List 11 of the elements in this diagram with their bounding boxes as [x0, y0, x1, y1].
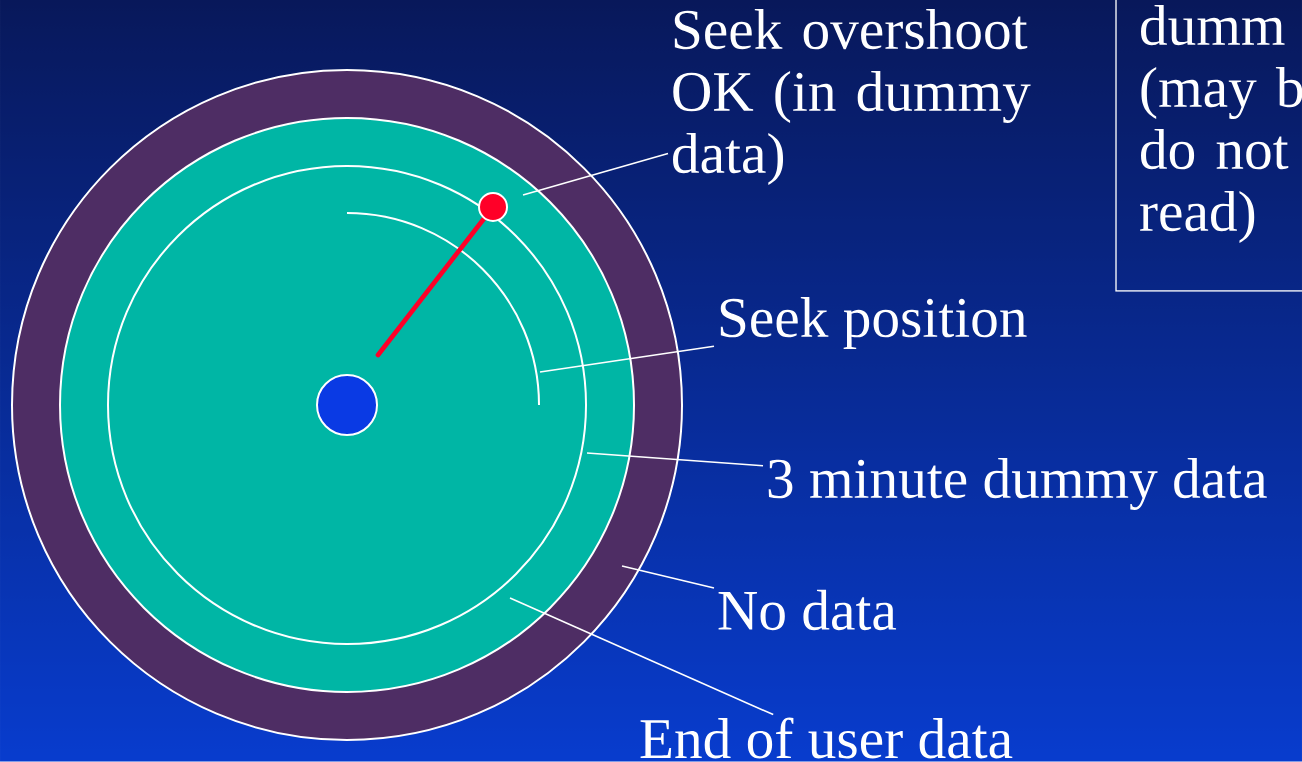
- leader-line: [586, 452, 764, 467]
- callout-text: Seek overshoot OK (in dummy data): [673, 8, 1031, 185]
- leader-line: [539, 345, 715, 373]
- leader-line: [509, 597, 774, 716]
- callout-text: No data: [718, 589, 897, 631]
- callout-text: End of user data: [640, 717, 1013, 759]
- leader-line: [522, 152, 669, 196]
- leader-line: [621, 565, 715, 589]
- callout-text: Seek position: [720, 297, 1027, 349]
- callout-text: 3 minute dummy data: [768, 457, 1267, 511]
- note-box: dumm (may b do not read): [1115, 0, 1302, 292]
